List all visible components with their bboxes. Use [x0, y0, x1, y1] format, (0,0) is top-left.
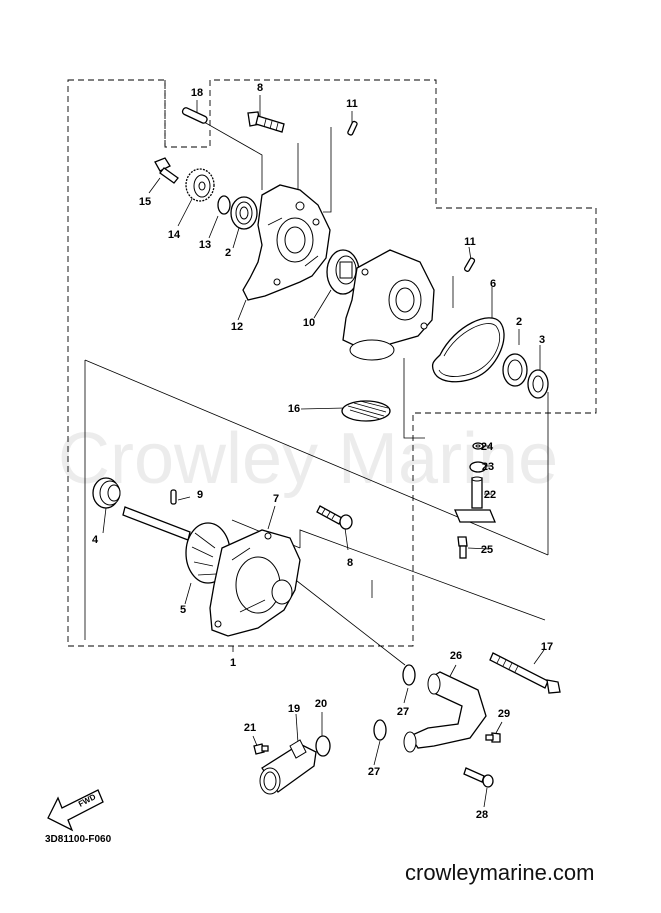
pump-body-7 — [209, 529, 301, 637]
callout-4: 4 — [92, 534, 99, 546]
callout-14: 14 — [168, 229, 181, 241]
callout-23: 23 — [482, 461, 494, 473]
gasket-6 — [431, 317, 505, 383]
callout-29: 29 — [498, 708, 510, 720]
pin-11-right — [463, 257, 476, 272]
bolt-29 — [485, 732, 501, 743]
callout-21: 21 — [244, 722, 256, 734]
o-ring-27-lower — [373, 719, 387, 741]
impeller-shaft — [122, 506, 191, 541]
impeller-10 — [326, 249, 360, 295]
bolt-28 — [463, 767, 494, 788]
o-ring-27-upper — [402, 664, 416, 686]
callout-27: 27 — [397, 706, 409, 718]
callout-15: 15 — [139, 196, 151, 208]
fitting-22 — [454, 476, 496, 523]
pin-11-upper — [347, 120, 358, 136]
gear-14 — [185, 168, 215, 202]
callout-25: 25 — [481, 544, 493, 556]
watermark: Crowley Marine — [58, 419, 558, 499]
callout-16: 16 — [288, 403, 300, 415]
callout-3: 3 — [539, 334, 545, 346]
callout-9: 9 — [197, 489, 203, 501]
callout-28: 28 — [476, 809, 488, 821]
circlip-13 — [217, 195, 231, 215]
callout-17: 17 — [541, 641, 553, 653]
callout-5: 5 — [180, 604, 186, 616]
pin-9 — [170, 489, 177, 505]
seal-4 — [92, 477, 121, 509]
callout-27: 27 — [368, 766, 380, 778]
bearing-2-right — [502, 353, 528, 387]
pump-housing-12 — [242, 184, 331, 301]
strainer-16 — [341, 400, 391, 422]
bolt-25 — [457, 536, 468, 559]
bolt-17 — [489, 652, 561, 694]
washer-24 — [472, 442, 484, 450]
forward-arrow-icon: FWD — [47, 789, 104, 832]
callout-22: 22 — [484, 489, 496, 501]
bolt-15 — [154, 157, 179, 184]
o-ring-20 — [315, 735, 331, 757]
pump-cover — [342, 249, 435, 361]
o-ring-23 — [469, 461, 487, 473]
callout-8: 8 — [347, 557, 353, 569]
callout-12: 12 — [231, 321, 243, 333]
dowel-pin-18 — [181, 107, 208, 124]
callout-20: 20 — [315, 698, 327, 710]
bolt-8-upper — [247, 111, 285, 133]
website-label: crowleymarine.com — [405, 860, 595, 885]
bolt-8-middle — [316, 505, 353, 530]
diagram-code: 3D81100-F060 — [45, 834, 112, 845]
upper-assembly-boundary — [67, 79, 597, 647]
callout-26: 26 — [450, 650, 462, 662]
callout-24: 24 — [481, 441, 494, 453]
callout-8: 8 — [257, 82, 263, 94]
bolt-21 — [253, 743, 269, 755]
callout-6: 6 — [490, 278, 496, 290]
callout-11: 11 — [346, 98, 358, 110]
callout-2: 2 — [225, 247, 231, 259]
callout-11: 11 — [464, 236, 476, 248]
callout-13: 13 — [199, 239, 211, 251]
elbow-pipe-26 — [403, 671, 487, 753]
callout-18: 18 — [191, 87, 203, 99]
bearing-2-upper — [230, 196, 258, 230]
oil-seal-3 — [527, 369, 549, 399]
callout-1: 1 — [230, 657, 236, 669]
callout-10: 10 — [303, 317, 315, 329]
callout-2: 2 — [516, 316, 522, 328]
hose-joint-19 — [259, 739, 317, 795]
callout-7: 7 — [273, 493, 279, 505]
callout-19: 19 — [288, 703, 300, 715]
leader-lines — [84, 95, 549, 808]
